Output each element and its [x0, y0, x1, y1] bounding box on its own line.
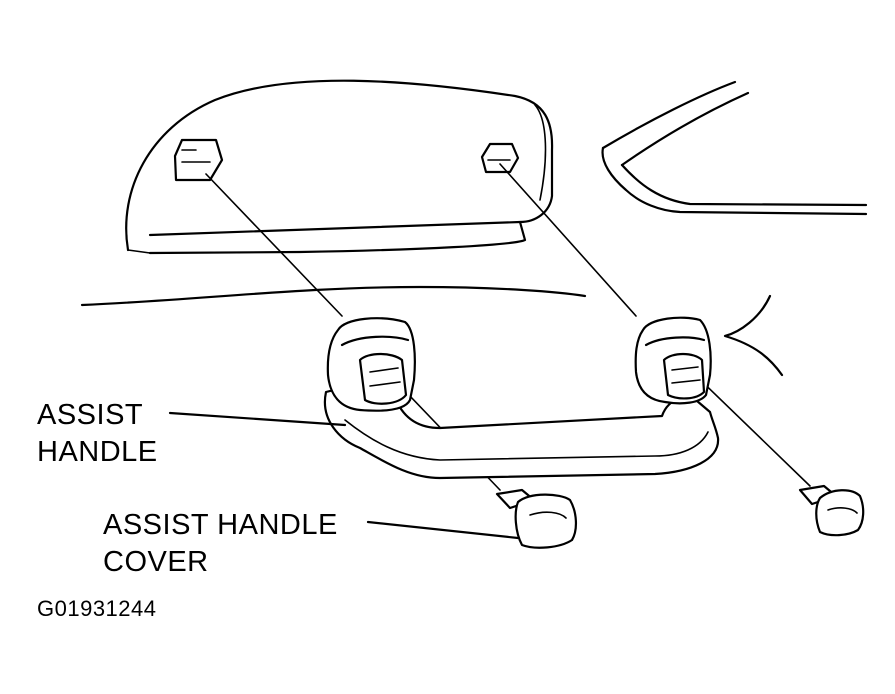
assist-handle-cover-label: ASSIST HANDLE COVER [103, 507, 338, 581]
assist-handle-cover-label-line-2: COVER [103, 546, 209, 578]
assist-handle-label-line-1: ASSIST [37, 399, 144, 431]
window-frame [601, 80, 868, 216]
pillar-contour [723, 294, 784, 377]
figure-code: G01931244 [37, 596, 157, 621]
assist-handle-cover-label-line-1: ASSIST HANDLE [103, 509, 338, 541]
mounting-hole-right [480, 142, 520, 174]
assist-handle-cover-left [495, 488, 577, 549]
headliner-panel [125, 79, 554, 255]
assist-handle [323, 316, 720, 480]
mounting-hole-left [173, 138, 224, 182]
leader-assist-handle-cover [366, 520, 520, 540]
leader-assist-handle [168, 411, 347, 427]
assist-handle-label: ASSIST HANDLE [37, 397, 158, 471]
assist-handle-label-line-2: HANDLE [37, 436, 158, 468]
headliner-edge-line [80, 285, 587, 307]
assist-handle-cover-right [798, 484, 865, 537]
